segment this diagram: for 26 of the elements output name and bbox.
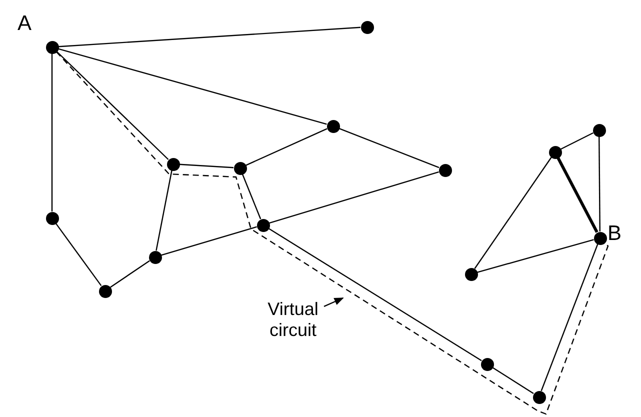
link-line — [51, 54, 53, 212]
link-line — [492, 367, 534, 394]
link-line — [56, 51, 169, 160]
link-line — [161, 226, 257, 256]
link-line — [540, 244, 598, 392]
link-line — [269, 171, 439, 224]
link-line — [179, 164, 234, 168]
annotation-text: Virtual circuit — [266, 299, 320, 341]
link-line — [55, 222, 102, 286]
link-line — [58, 26, 361, 48]
link-line — [242, 174, 262, 220]
link-line — [156, 170, 172, 251]
link-line — [477, 239, 594, 273]
link-line — [560, 132, 594, 150]
link-line — [338, 128, 440, 168]
link-line — [598, 136, 600, 232]
link-line — [110, 260, 150, 288]
node-label: B — [608, 222, 622, 244]
node-label: A — [18, 12, 32, 34]
link-line — [556, 157, 598, 233]
link-line — [58, 48, 327, 125]
link-line — [268, 228, 482, 362]
virtual-circuit-path — [56, 51, 609, 415]
link-line — [246, 128, 328, 166]
leader-arrow — [324, 297, 344, 307]
link-line — [474, 157, 552, 269]
